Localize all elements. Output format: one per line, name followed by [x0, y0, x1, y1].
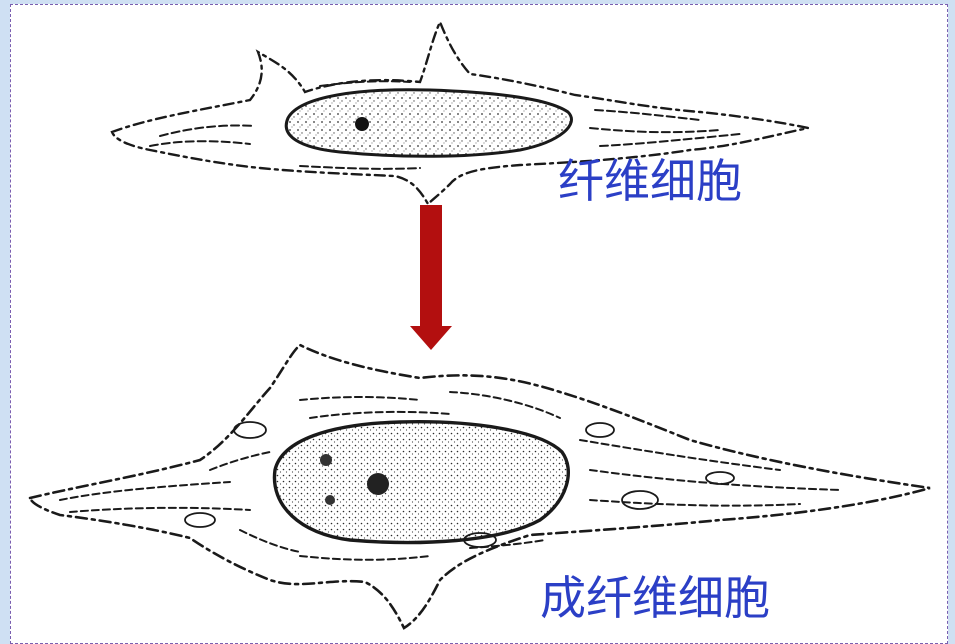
fibrocyte-nucleus	[286, 90, 571, 157]
transition-arrow	[410, 205, 452, 350]
fibroblast-nucleolus-1	[367, 473, 389, 495]
fibroblast-nucleus	[274, 422, 568, 543]
fibrocyte-nucleolus	[355, 117, 369, 131]
fibroblast-label: 成纤维细胞	[540, 575, 770, 621]
fibrocyte-label: 纤维细胞	[558, 158, 742, 204]
fibroblast-nucleolus-2	[320, 454, 332, 466]
fibroblast-cell	[30, 345, 930, 628]
fibroblast-nucleolus-3	[325, 495, 335, 505]
